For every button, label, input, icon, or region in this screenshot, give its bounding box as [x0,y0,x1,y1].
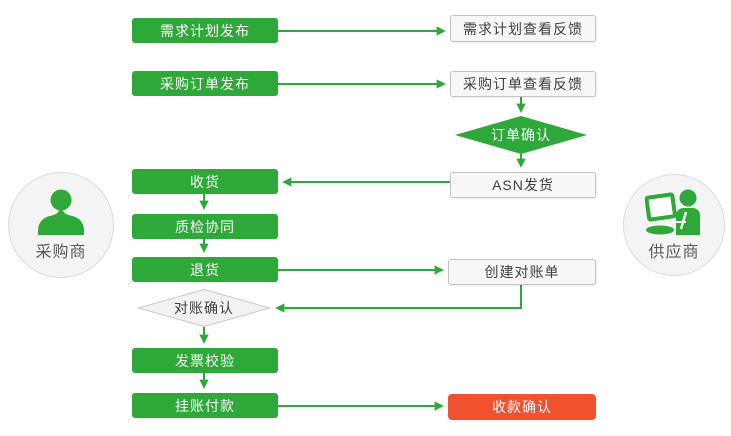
actor-buyer-label: 采购商 [35,243,87,261]
node-asn-shipment: ASN发货 [450,172,596,198]
node-return-goods: 退货 [132,257,278,282]
actor-supplier-label: 供应商 [648,243,700,261]
node-po-feedback: 采购订单查看反馈 [450,71,596,97]
node-quality-inspection: 质检协同 [132,214,278,239]
node-order-confirmation-label: 订单确认 [491,127,551,143]
node-demand-plan-publish: 需求计划发布 [132,18,278,43]
node-create-statement: 创建对账单 [448,259,596,285]
person-icon [38,189,84,235]
node-invoice-verification: 发票校验 [132,348,278,373]
actor-buyer: 采购商 [8,172,114,278]
diamond-shape-reconciliation-confirmation [138,289,270,327]
edge-create-statement-to-reconciliation [275,285,522,313]
node-payment-receipt-confirmation: 收款确认 [448,394,596,420]
node-order-confirmation: 订单确认 [455,116,587,154]
diamond-shape-order-confirmation [455,116,587,154]
node-reconciliation-confirmation-label: 对账确认 [174,300,234,316]
node-po-publish: 采购订单发布 [132,71,278,96]
node-receive-goods: 收货 [132,169,278,194]
person-laptop-icon [645,189,700,235]
node-reconciliation-confirmation: 对账确认 [138,289,270,327]
node-demand-plan-feedback: 需求计划查看反馈 [450,15,596,42]
node-payment-on-account: 挂账付款 [132,393,278,418]
actor-supplier: 供应商 [623,174,725,276]
